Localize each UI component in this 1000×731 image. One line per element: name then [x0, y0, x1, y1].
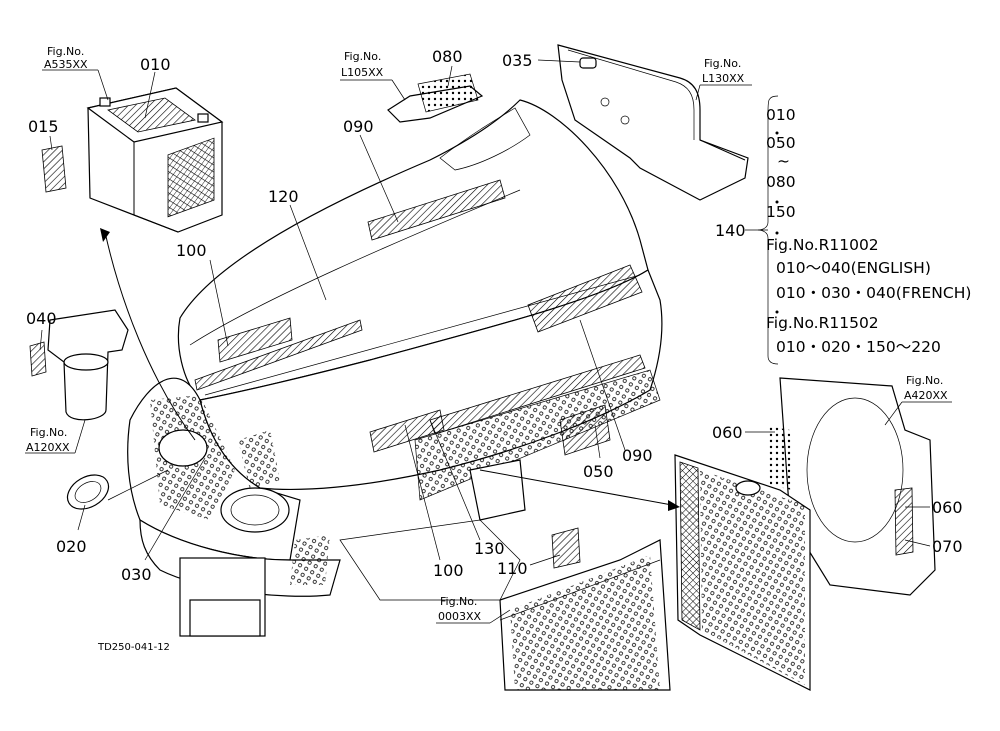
hood-top-part [387, 73, 484, 123]
callout-060-right: 060 [932, 498, 963, 517]
callout-090-top: 090 [343, 117, 374, 136]
set-list-line-5: 150 [766, 203, 796, 221]
callout-015: 015 [28, 117, 59, 136]
callout-100-side: 100 [433, 561, 464, 580]
callout-090-side: 090 [622, 446, 653, 465]
callout-060-left: 060 [712, 423, 743, 442]
fig-ref-bracket-label: Fig.No. [704, 57, 741, 70]
set-list-line-7: 010～040(ENGLISH) [776, 259, 931, 277]
decal-060-left [768, 426, 792, 490]
battery [41, 87, 224, 233]
radiator [674, 377, 936, 691]
callout-100-top: 100 [176, 241, 207, 260]
drawing-code: TD250-041-12 [97, 642, 170, 653]
fig-ref-battery-label: Fig.No. [47, 45, 84, 58]
fig-ref-bracket-number: L130XX [702, 72, 745, 85]
callout-110: 110 [497, 559, 528, 578]
set-list: 010 050 ~ 080 150 Fig.No.R11002 010～040(… [766, 106, 971, 356]
fuel-filter [29, 309, 129, 510]
set-list-line-10: 010・020・150～220 [776, 338, 941, 356]
decal-130 [429, 354, 646, 435]
callout-140: 140 [715, 221, 746, 240]
callout-130: 130 [474, 539, 505, 558]
bracket-part [557, 44, 749, 201]
set-list-line-8: 010・030・040(FRENCH) [776, 284, 971, 302]
set-list-line-9: Fig.No.R11502 [766, 314, 879, 332]
fig-ref-radiator-number: A420XX [904, 389, 948, 402]
leader-lines [25, 59, 952, 624]
set-list-line-3: ~ [777, 152, 790, 170]
decal-120 [194, 319, 363, 391]
hood-decals [194, 179, 646, 569]
callout-080: 080 [432, 47, 463, 66]
decal-040 [29, 341, 47, 377]
fig-ref-engine-label: Fig.No. [440, 595, 477, 608]
fig-ref-battery-number: A535XX [44, 58, 88, 71]
callout-120: 120 [268, 187, 299, 206]
decal-060-right [894, 487, 914, 556]
callout-035: 035 [502, 51, 533, 70]
decal-090-top [367, 179, 506, 241]
fig-ref-radiator-label: Fig.No. [906, 374, 943, 387]
fig-ref-engine-number: 0003XX [438, 610, 482, 623]
callout-030: 030 [121, 565, 152, 584]
callout-020: 020 [56, 537, 87, 556]
set-list-line-6: Fig.No.R11002 [766, 236, 879, 254]
set-list-line-1: 010 [766, 106, 796, 124]
fig-ref-filter-number: A120XX [26, 441, 70, 454]
set-list-line-4: 080 [766, 173, 796, 191]
callout-050: 050 [583, 462, 614, 481]
label-015 [41, 145, 67, 193]
decal-110 [551, 527, 581, 569]
engine-head [499, 539, 671, 691]
fig-ref-hood-label: Fig.No. [344, 50, 381, 63]
decal-100-top [217, 317, 293, 363]
callout-010: 010 [140, 55, 171, 74]
decal-090-side [527, 264, 643, 333]
fig-ref-hood-number: L105XX [341, 66, 384, 79]
callout-040: 040 [26, 309, 57, 328]
set-list-line-2: 050 [766, 134, 796, 152]
fig-ref-filter-label: Fig.No. [30, 426, 67, 439]
callout-070: 070 [932, 537, 963, 556]
